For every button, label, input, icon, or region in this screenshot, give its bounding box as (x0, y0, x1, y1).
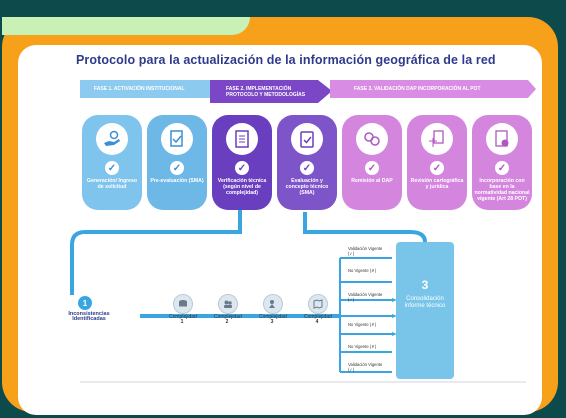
step-label: Generación/ Ingreso de solicitud (86, 178, 138, 190)
diagram-title: Protocolo para la actualización de la in… (76, 53, 496, 67)
transfer-icon (356, 123, 388, 155)
clipboard-check-icon (291, 123, 323, 155)
validation-label: No Vigente (✗) (348, 344, 377, 349)
phase-1-arrow (80, 80, 218, 98)
validation-label: No Vigente (✗) (348, 268, 377, 273)
map-icon (308, 294, 328, 314)
final-label: Consolidación informe técnico (404, 296, 446, 309)
step-tile-7: ✓ Incorporación con base en la normativi… (472, 115, 532, 210)
phase-1-label: FASE 1. ACTIVACIÓN INSTITUCIONAL (94, 86, 185, 92)
check-icon: ✓ (495, 161, 509, 175)
validation-label: No Vigente (✗) (348, 322, 377, 327)
phase-2-label: FASE 2. IMPLEMENTACIÓN PROTOCOLO Y METOD… (226, 86, 306, 98)
step-label: Evaluación y concepto técnico (SMA) (285, 178, 329, 196)
step-tile-5: ✓ Remisión al DAP (342, 115, 402, 210)
validation-label: Validación Vigente (✓) (348, 362, 383, 372)
validation-label: Validación Vigente (✓) (348, 246, 383, 256)
consolidacion-box: 3 Consolidación informe técnico (396, 242, 454, 379)
users-icon (218, 294, 238, 314)
hand-gear-icon (96, 123, 128, 155)
step-label: Revisión cartográfica y jurídica (410, 178, 464, 190)
inconsistencias-label: Inconsistencias Identificadas (68, 311, 110, 322)
scales-document-icon (421, 123, 453, 155)
phase-2-arrow (210, 80, 332, 103)
inconsistencias-number: 1 (78, 296, 92, 310)
step-tile-2: ✓ Pre-evaluación (SMA) (147, 115, 207, 210)
step-label: Verificación técnica (según nivel de com… (217, 178, 267, 196)
seal-document-icon (486, 123, 518, 155)
phase-3-label: FASE 3. VALIDACIÓN DAP INCORPORACIÓN AL … (354, 86, 481, 92)
step-label: Incorporación con base en la normativida… (474, 178, 530, 202)
database-icon (173, 294, 193, 314)
step-tile-1: ✓ Generación/ Ingreso de solicitud (82, 115, 142, 210)
step-tile-6: ✓ Revisión cartográfica y jurídica (407, 115, 467, 210)
step-tile-3: ✓ Verificación técnica (según nivel de c… (212, 115, 272, 210)
workers-icon (263, 294, 283, 314)
check-icon: ✓ (170, 161, 184, 175)
step-label: Pre-evaluación (SMA) (150, 178, 204, 184)
step-label: Remisión al DAP (351, 178, 393, 184)
final-number: 3 (421, 278, 429, 292)
document-check-icon (161, 123, 193, 155)
check-icon: ✓ (300, 161, 314, 175)
green-tab (2, 17, 250, 35)
check-icon: ✓ (235, 161, 249, 175)
check-icon: ✓ (105, 161, 119, 175)
check-icon: ✓ (365, 161, 379, 175)
checklist-icon (226, 123, 258, 155)
check-icon: ✓ (430, 161, 444, 175)
validation-label: Validación Vigente (✓) (348, 292, 383, 302)
phase-3-arrow (330, 80, 536, 98)
step-tile-4: ✓ Evaluación y concepto técnico (SMA) (277, 115, 337, 210)
